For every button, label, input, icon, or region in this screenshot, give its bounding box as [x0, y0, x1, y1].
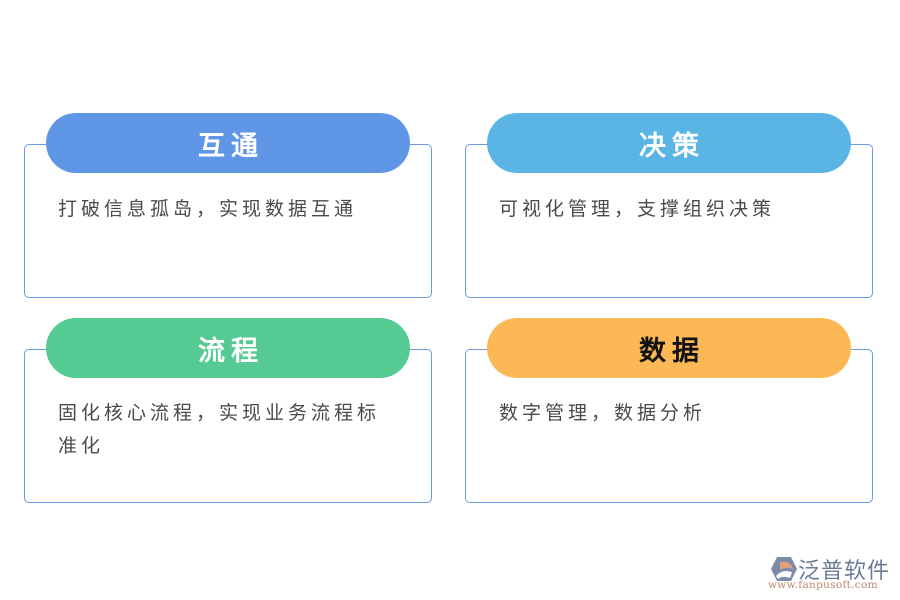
card-hutong-description: 打破信息孤岛，实现数据互通	[58, 198, 358, 220]
card-liucheng-description: 固化核心流程，实现业务流程标准化	[58, 402, 381, 457]
card-shuju-title: 数据	[639, 335, 705, 367]
brand-name: 泛普软件	[798, 559, 891, 584]
brand-url: www.fanpusoft.com	[768, 579, 878, 591]
fanpu-watermark: 泛普软件 www.fanpusoft.com	[768, 553, 893, 593]
card-shuju-title-pill: 数据	[487, 318, 851, 378]
card-liucheng-title-pill: 流程	[46, 318, 410, 378]
card-juece-title: 决策	[639, 130, 705, 162]
card-hutong-title: 互通	[198, 130, 264, 162]
card-shuju-description: 数字管理，数据分析	[499, 402, 707, 424]
card-hutong-title-pill: 互通	[46, 113, 410, 173]
card-liucheng-title: 流程	[198, 335, 264, 367]
fanpu-logo-icon	[771, 557, 797, 581]
card-juece-description: 可视化管理，支撑组织决策	[499, 198, 776, 220]
card-juece-title-pill: 决策	[487, 113, 851, 173]
